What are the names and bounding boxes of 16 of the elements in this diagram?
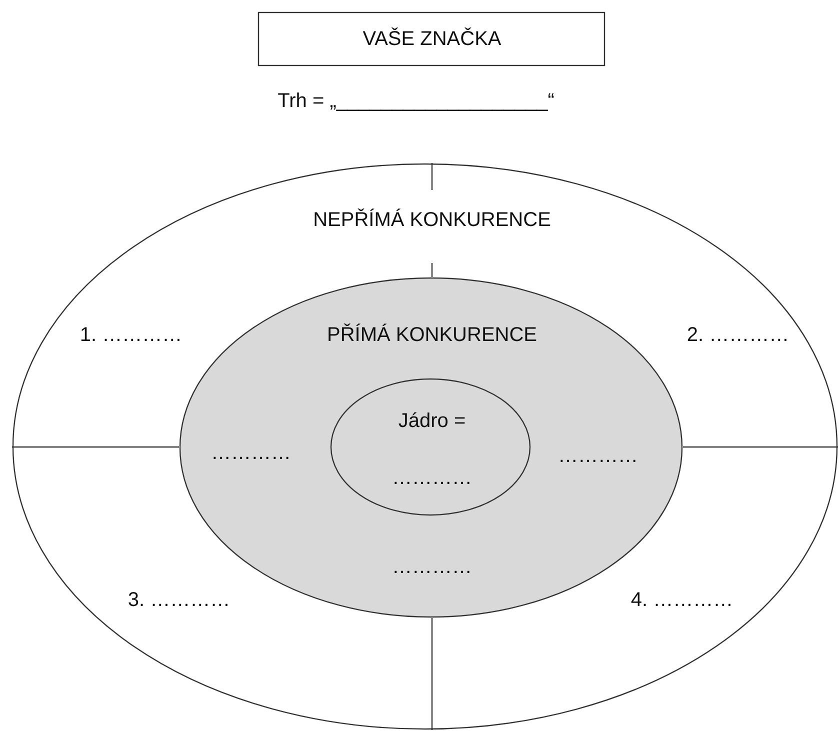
ring-ellipse xyxy=(330,378,531,516)
fill-in-line: 2. ………… xyxy=(686,325,790,345)
fill-in-line: 1. ………… xyxy=(80,325,182,345)
core-label: Jádro = xyxy=(398,411,466,431)
ring-ellipse xyxy=(12,163,838,730)
section-heading: PŘÍMÁ KONKURENCE xyxy=(326,325,538,345)
fill-in-line: ………… xyxy=(392,557,472,577)
brand-box xyxy=(258,12,605,66)
section-heading: NEPŘÍMÁ KONKURENCE xyxy=(313,210,551,230)
market-fill-in-line: Trh = „___________________“ xyxy=(278,91,554,111)
fill-in-line: ………… xyxy=(211,443,291,463)
brand-title: VAŠE ZNAČKA xyxy=(362,29,502,49)
fill-in-line: ………… xyxy=(392,468,472,488)
fill-in-line: 3. ………… xyxy=(128,590,230,610)
fill-in-line: ………… xyxy=(558,446,638,466)
fill-in-line: 4. ………… xyxy=(630,590,734,610)
